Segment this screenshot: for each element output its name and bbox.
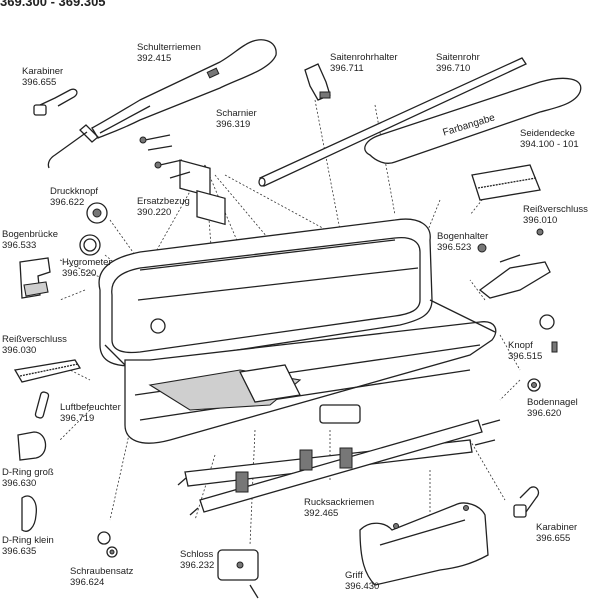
part-name: Schloss [180, 549, 214, 560]
part-number: 396.520 [62, 268, 97, 279]
callout-rucksackriemen: Rucksackriemen 392.465 [304, 497, 374, 519]
schloss-drawing [217, 549, 259, 599]
part-name: Luftbefeuchter [60, 402, 121, 413]
part-number: 396.622 [50, 197, 85, 208]
part-number: 396.232 [180, 560, 215, 571]
bogenbruecke-drawing [19, 257, 51, 299]
part-name: Scharnier [216, 108, 257, 119]
bodennagel-drawing [527, 378, 541, 392]
karabiner-bottom-drawing [513, 486, 540, 518]
callout-reissverschluss-right: Reißverschluss 396.010 [523, 204, 588, 226]
part-name: Schraubensatz [70, 566, 134, 577]
part-number: 396.319 [216, 119, 251, 130]
part-number: 396.515 [508, 351, 543, 362]
callout-ersatzbezug: Ersatzbezug 390.220 [137, 196, 190, 218]
callout-druckknopf: Druckknopf 396.622 [50, 186, 98, 208]
part-name: D-Ring groß [2, 467, 54, 478]
part-number: 396.655 [22, 77, 57, 88]
part-name: Saitenrohrhalter [330, 52, 398, 63]
part-name: Saitenrohr [436, 52, 480, 63]
callout-schraubensatz: Schraubensatz 396.624 [70, 566, 133, 588]
druckknopf-drawing [86, 202, 108, 224]
part-number: 396.710 [436, 63, 471, 74]
part-name: Bogenbrücke [2, 229, 58, 240]
part-number: 390.220 [137, 207, 172, 218]
callout-schloss: Schloss 396.232 [180, 549, 214, 571]
part-number: 396.711 [330, 63, 364, 74]
callout-d-ring-klein: D-Ring klein 396.635 [2, 535, 54, 557]
part-number: 392.415 [137, 53, 172, 64]
schraubensatz-drawing [97, 531, 118, 558]
saitenrohrhalter-drawing [304, 63, 331, 101]
part-name: Rucksackriemen [304, 497, 375, 508]
part-number: 396.523 [437, 242, 472, 253]
luftbefeuchter-drawing [34, 391, 50, 419]
part-number: 396.655 [536, 533, 571, 544]
part-number: 396.635 [2, 546, 37, 557]
part-name: Seidendecke [520, 128, 575, 139]
part-name: D-Ring klein [2, 535, 54, 546]
hygrometer-drawing [79, 234, 101, 256]
part-number: 396.630 [2, 478, 37, 489]
callout-saitenrohr: Saitenrohr 396.710 [436, 52, 480, 74]
griff-drawing [359, 502, 489, 586]
callout-seidendecke: Seidendecke 394.100 - 101 [520, 128, 579, 150]
d-ring-klein-drawing [21, 495, 37, 532]
part-name: Reißverschluss [523, 204, 588, 215]
callout-schulterriemen: Schulterriemen 392.415 [137, 42, 201, 64]
part-name: Karabiner [536, 522, 578, 533]
part-name: Knopf [508, 340, 533, 351]
callout-luftbefeuchter: Luftbefeuchter 396.719 [60, 402, 121, 424]
schulterriemen-drawing [47, 39, 277, 169]
part-name: Ersatzbezug [137, 196, 190, 207]
callout-hygrometer: Hygrometer 396.520 [62, 257, 112, 279]
part-name: Griff [345, 570, 363, 581]
part-number: 396.430 [345, 581, 380, 592]
part-number: 396.719 [60, 413, 95, 424]
part-name: Hygrometer [62, 257, 112, 268]
callout-saitenrohrhalter: Saitenrohrhalter 396.711 [330, 52, 398, 74]
part-number: 396.030 [2, 345, 37, 356]
reissverschluss-right-drawing [471, 164, 541, 201]
callout-bogenhalter: Bogenhalter 396.523 [437, 231, 488, 253]
header-fragment: 369.300 - 369.305 [0, 0, 106, 9]
part-name: Druckknopf [50, 186, 99, 197]
scharnier-drawing [139, 134, 226, 226]
part-name: Reißverschluss [2, 334, 67, 345]
d-ring-gross-drawing [17, 431, 47, 461]
callout-scharnier: Scharnier 396.319 [216, 108, 257, 130]
part-name: Bodennagel [527, 397, 578, 408]
knopf-drawing [539, 314, 558, 353]
karabiner-top-drawing [33, 88, 78, 116]
seidendecke-drawing [364, 77, 582, 164]
callout-bogenbruecke: Bogenbrücke 396.533 [2, 229, 58, 251]
part-number: 396.624 [70, 577, 105, 588]
case-drawing [98, 218, 497, 444]
part-number: 392.465 [304, 508, 339, 519]
rucksackriemen-drawing [177, 419, 501, 516]
part-number: 396.620 [527, 408, 562, 419]
callout-griff: Griff 396.430 [345, 570, 379, 592]
part-name: Karabiner [22, 66, 64, 77]
callout-reissverschluss-left: Reißverschluss 396.030 [2, 334, 67, 356]
part-name: Schulterriemen [137, 42, 201, 53]
callout-karabiner-bottom: Karabiner 396.655 [536, 522, 577, 544]
callout-d-ring-gross: D-Ring groß 396.630 [2, 467, 54, 489]
callout-knopf: Knopf 396.515 [508, 340, 542, 362]
part-number: 396.010 [523, 215, 558, 226]
reissverschluss-left-drawing [13, 359, 82, 383]
callout-bodennagel: Bodennagel 396.620 [527, 397, 578, 419]
callout-karabiner-top: Karabiner 396.655 [22, 66, 63, 88]
part-number: 394.100 - 101 [520, 139, 579, 150]
bogenhalter-drawing [477, 228, 551, 299]
part-number: 396.533 [2, 240, 37, 251]
part-name: Bogenhalter [437, 231, 489, 242]
saitenrohr-drawing [258, 57, 527, 187]
